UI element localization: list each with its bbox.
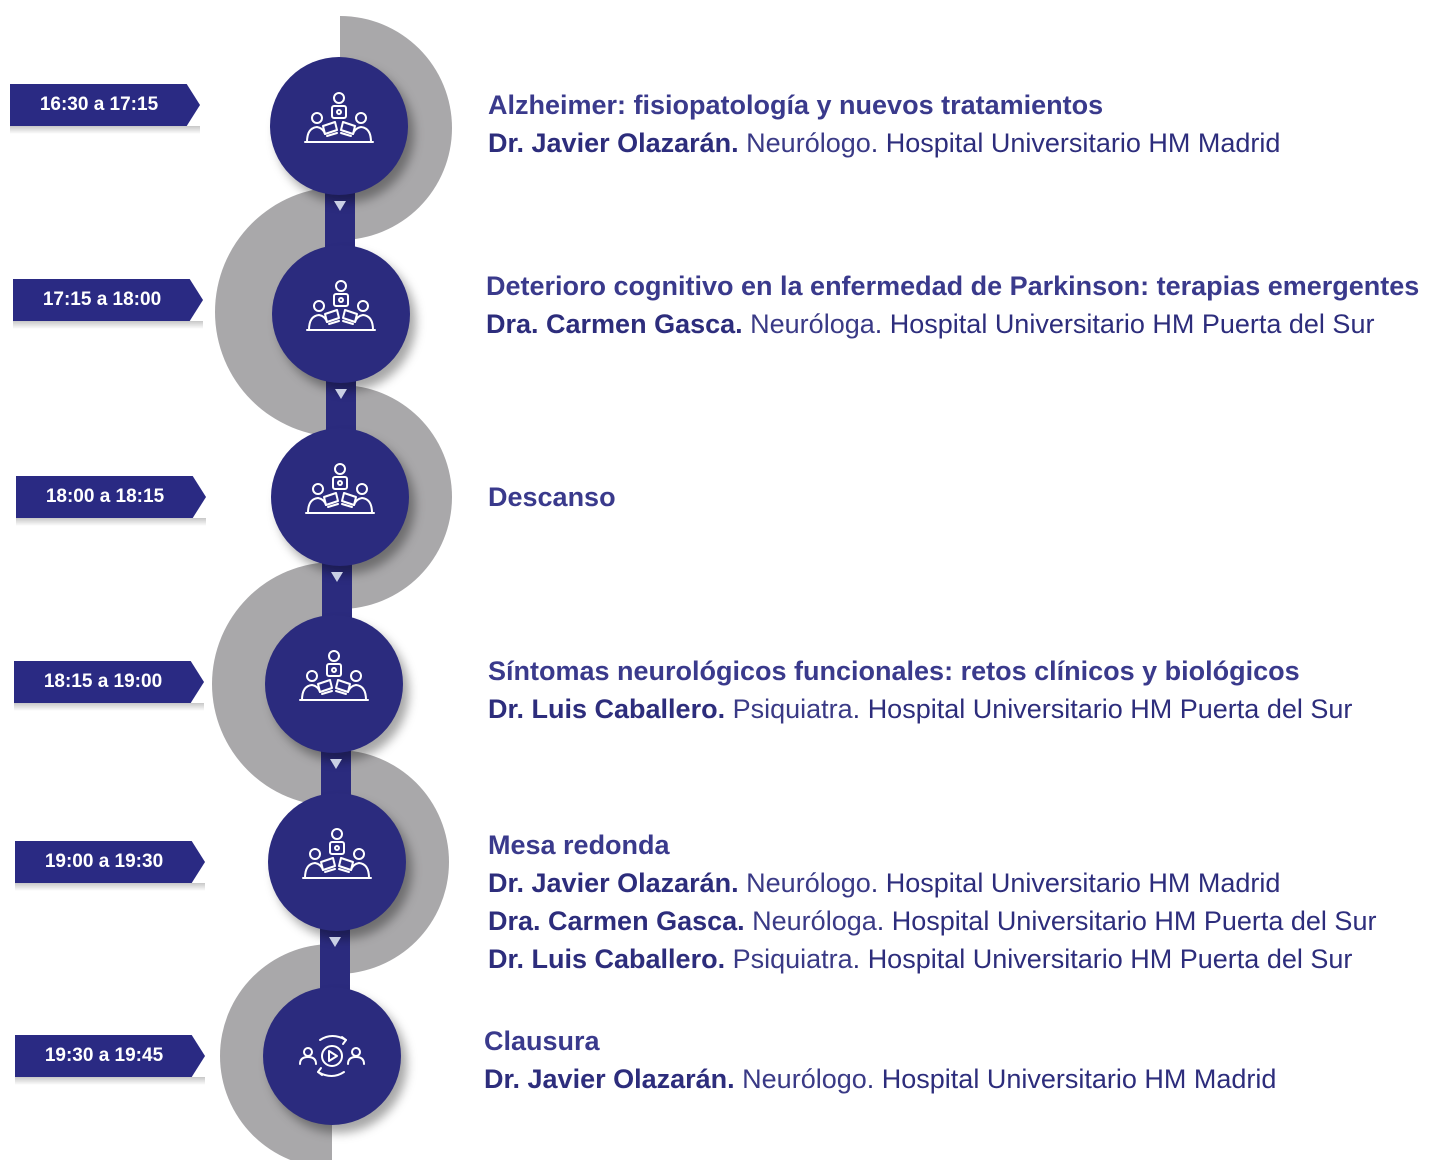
time-badge: 16:30 a 17:15 (10, 84, 200, 126)
session-details: Síntomas neurológicos funcionales: retos… (488, 652, 1352, 728)
time-badge-shadow (15, 1077, 205, 1085)
down-arrow-icon (331, 572, 343, 582)
timeline-connector (322, 560, 352, 621)
speaker-line: Dra. Carmen Gasca. Neuróloga. Hospital U… (488, 902, 1376, 940)
speaker-role: Neurólogo (746, 868, 871, 898)
time-badge: 18:15 a 19:00 (14, 661, 204, 703)
speaker-institution: Hospital Universitario HM Puerta del Sur (889, 309, 1375, 339)
session-title: Alzheimer: fisiopatología y nuevos trata… (488, 90, 1104, 120)
timeline-node (271, 428, 409, 566)
speaker-role: Neurólogo (746, 128, 871, 158)
down-arrow-icon (334, 201, 346, 211)
timeline-node (265, 615, 403, 753)
session-title: Descanso (488, 482, 616, 512)
timeline-node (270, 57, 408, 195)
speaker-institution: Hospital Universitario HM Madrid (885, 128, 1281, 158)
timeline-connector (325, 377, 356, 434)
speaker-role: Psiquiatra (732, 944, 853, 974)
speaker-institution: Hospital Universitario HM Puerta del Sur (867, 694, 1353, 724)
down-arrow-icon (328, 937, 341, 947)
separator: . (852, 694, 868, 724)
meeting-icon (299, 272, 383, 356)
timeline-connector (319, 925, 350, 993)
speaker-role: Neurólogo (742, 1064, 867, 1094)
separator: . (852, 944, 868, 974)
speaker-line: Dra. Carmen Gasca. Neuróloga. Hospital U… (486, 305, 1419, 343)
speaker-name: Dr. Luis Caballero. (488, 944, 726, 974)
session-details: Descanso (488, 478, 616, 516)
time-badge-shadow (10, 126, 200, 134)
timeline-node (268, 793, 406, 931)
speaker-institution: Hospital Universitario HM Puerta del Sur (867, 944, 1353, 974)
separator: . (876, 906, 892, 936)
timeline-node (272, 245, 410, 383)
speaker-line: Dr. Javier Olazarán. Neurólogo. Hospital… (488, 124, 1280, 162)
session-title: Mesa redonda (488, 830, 670, 860)
speaker-line: Dr. Luis Caballero. Psiquiatra. Hospital… (488, 940, 1376, 978)
speaker-institution: Hospital Universitario HM Madrid (885, 868, 1281, 898)
meeting-icon (295, 820, 379, 904)
session-title: Clausura (484, 1026, 600, 1056)
down-arrow-icon (329, 759, 342, 769)
time-badge: 18:00 a 18:15 (16, 476, 206, 518)
speaker-name: Dra. Carmen Gasca. (488, 906, 745, 936)
separator: . (866, 1064, 882, 1094)
meeting-icon (292, 642, 376, 726)
timeline-node (263, 987, 401, 1125)
time-badge: 19:30 a 19:45 (15, 1035, 205, 1077)
meeting-icon (298, 455, 382, 539)
meeting-icon (297, 84, 381, 168)
speaker-line: Dr. Javier Olazarán. Neurólogo. Hospital… (484, 1060, 1276, 1098)
speaker-name: Dr. Javier Olazarán. (488, 868, 739, 898)
speaker-line: Dr. Javier Olazarán. Neurólogo. Hospital… (488, 864, 1376, 902)
speaker-line: Dr. Luis Caballero. Psiquiatra. Hospital… (488, 690, 1352, 728)
video-conference-icon (290, 1014, 374, 1098)
time-badge: 17:15 a 18:00 (13, 279, 203, 321)
timeline-connector (325, 189, 355, 251)
speaker-name: Dr. Javier Olazarán. (488, 128, 739, 158)
down-arrow-icon (334, 389, 347, 399)
session-title: Deterioro cognitivo en la enfermedad de … (486, 271, 1420, 301)
speaker-institution: Hospital Universitario HM Madrid (881, 1064, 1277, 1094)
speaker-name: Dr. Luis Caballero. (488, 694, 726, 724)
session-title: Síntomas neurológicos funcionales: retos… (488, 656, 1300, 686)
speaker-role: Neuróloga (750, 309, 875, 339)
time-badge-shadow (16, 518, 206, 526)
speaker-role: Neuróloga (752, 906, 877, 936)
speaker-institution: Hospital Universitario HM Puerta del Sur (891, 906, 1377, 936)
speaker-name: Dra. Carmen Gasca. (486, 309, 743, 339)
time-badge-shadow (13, 321, 203, 329)
time-badge-shadow (15, 883, 205, 891)
speaker-name: Dr. Javier Olazarán. (484, 1064, 735, 1094)
time-badge-shadow (14, 703, 204, 711)
separator: . (874, 309, 890, 339)
session-details: Deterioro cognitivo en la enfermedad de … (486, 267, 1419, 343)
speaker-role: Psiquiatra (732, 694, 853, 724)
separator: . (870, 128, 886, 158)
timeline-connector (320, 747, 351, 799)
session-details: Alzheimer: fisiopatología y nuevos trata… (488, 86, 1280, 162)
separator: . (870, 868, 886, 898)
time-badge: 19:00 a 19:30 (15, 841, 205, 883)
